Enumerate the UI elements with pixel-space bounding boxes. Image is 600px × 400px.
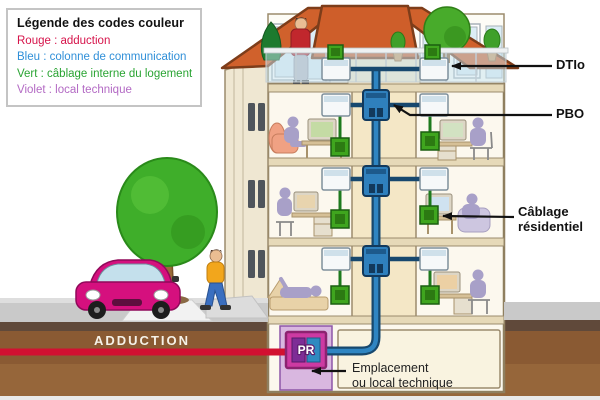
legend-title: Légende des codes couleur — [17, 16, 185, 30]
callout-arrows — [311, 62, 552, 375]
dtio-label: DTIo — [556, 57, 585, 72]
facade-windows — [248, 103, 265, 278]
legend-item-bleu: Bleu : colonne de communication — [17, 51, 187, 64]
dtio-box — [419, 44, 449, 81]
wall-socket — [420, 131, 440, 151]
car — [75, 259, 181, 319]
dtio-box — [419, 93, 449, 117]
occupant-figure — [472, 117, 484, 129]
dtio-box — [321, 247, 351, 271]
pbo-label: PBO — [556, 106, 585, 121]
cablage-arrow — [442, 212, 515, 221]
pbo-arrow — [393, 104, 552, 117]
wall-socket — [330, 285, 350, 305]
desk — [291, 212, 333, 218]
bottom-strip — [0, 396, 600, 400]
pbo-box — [362, 89, 390, 121]
cabinet — [437, 145, 457, 161]
communication-shaft — [352, 92, 416, 316]
car-grille — [112, 299, 142, 306]
wall-socket — [420, 285, 440, 305]
apartment-1-left — [267, 276, 329, 311]
pbo-box — [362, 245, 390, 277]
cabinet — [313, 216, 333, 237]
occupant-figure — [287, 116, 299, 128]
headlight — [153, 289, 169, 301]
occupant-figure — [279, 187, 291, 199]
wall-socket — [330, 137, 350, 157]
car-windshield — [96, 263, 166, 284]
dtio-box — [321, 44, 351, 81]
residential-cables — [338, 116, 432, 288]
headlight — [85, 289, 101, 301]
desk — [435, 141, 473, 147]
emplacement-label: Emplacement ou local technique — [352, 361, 453, 390]
cablage-residentiel-label: Câblage résidentiel — [518, 204, 584, 234]
chaise — [269, 296, 329, 311]
building-facade — [224, 55, 269, 303]
chair — [468, 299, 490, 314]
dtio-box — [419, 247, 449, 271]
pr-label: PR — [298, 343, 315, 357]
legend-item-vert: Vert : câblage interne du logement — [17, 67, 193, 80]
dtio-box — [321, 167, 351, 191]
wall-socket — [419, 205, 439, 225]
legend-item-rouge: Rouge : adduction — [17, 35, 111, 47]
occupant-figure — [472, 269, 484, 281]
legend: Légende des codes couleur Rouge : adduct… — [6, 8, 202, 108]
riser-cable — [324, 70, 381, 356]
pedestrian — [200, 249, 231, 310]
apartment-3-right — [435, 117, 493, 161]
pbo-box — [362, 165, 390, 197]
wall-socket — [330, 209, 350, 229]
chair — [470, 131, 493, 160]
sidewalk-right — [504, 302, 600, 320]
pbo-boxes — [362, 89, 390, 277]
adduction-label: ADDUCTION — [94, 333, 190, 348]
occupant-figure — [466, 193, 478, 205]
pr-box: PR — [284, 330, 328, 370]
dtio-boxes — [321, 44, 449, 271]
street-scene — [0, 157, 600, 322]
chair — [276, 221, 294, 236]
legend-item-violet: Violet : local technique — [17, 83, 132, 96]
dtio-box — [321, 93, 351, 117]
apartment-1-right — [431, 269, 490, 315]
dtio-box — [419, 167, 449, 191]
wall-sockets — [330, 131, 440, 305]
car-mirror — [172, 276, 179, 282]
